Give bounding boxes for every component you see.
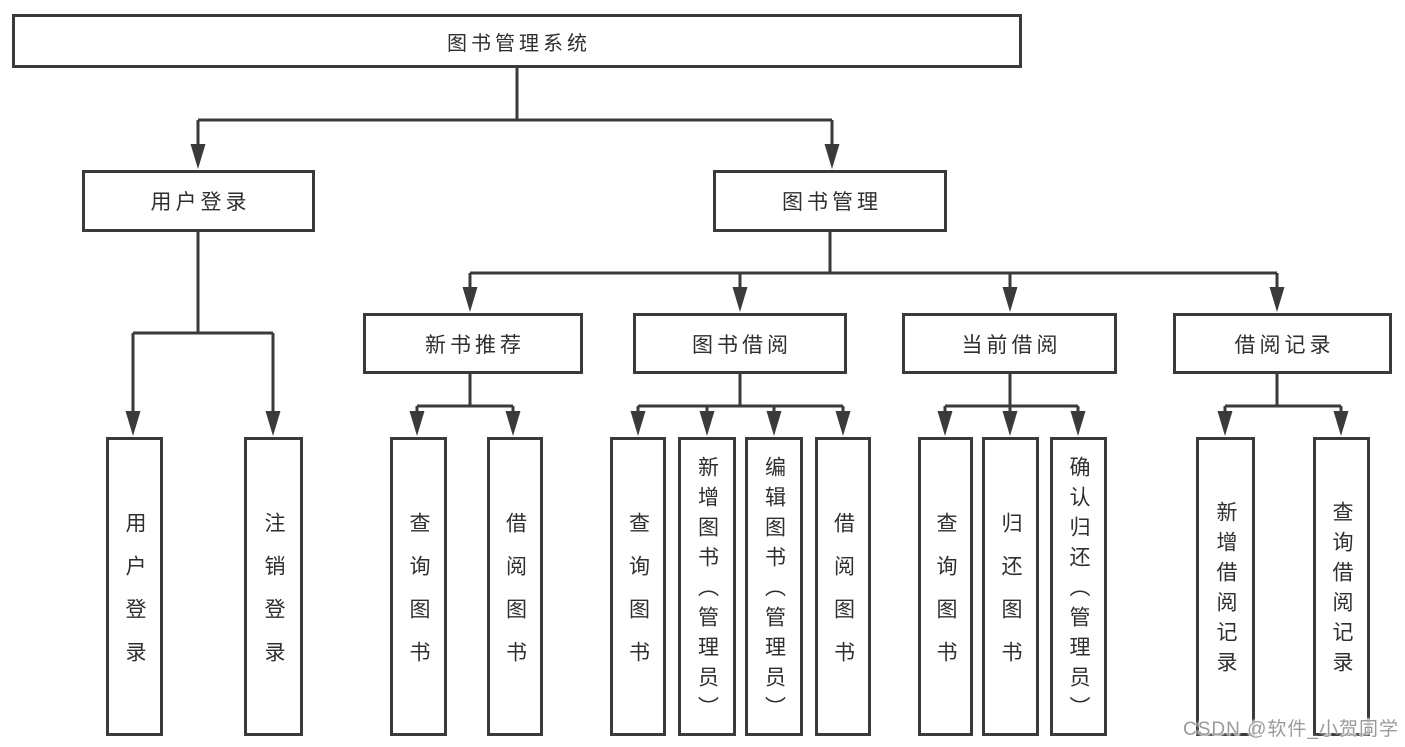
- arrow-icon: [1070, 411, 1086, 436]
- node-label: 注销登录: [262, 511, 285, 684]
- arrow-icon: [1217, 411, 1233, 436]
- arrow-icon: [630, 411, 646, 436]
- node-label: 图书管理: [782, 191, 882, 214]
- arrow-icon: [1002, 287, 1018, 312]
- arrow-icon: [699, 411, 715, 436]
- leaf-borrow-book-recommend: 借阅图书: [487, 437, 543, 736]
- connector-borrow-records-to-leaves: [1223, 374, 1343, 413]
- arrow-icon: [1269, 287, 1285, 312]
- arrow-icon: [505, 411, 521, 436]
- node-current-borrow: 当前借阅: [902, 313, 1117, 374]
- leaf-query-book-recommend: 查询图书: [390, 437, 447, 736]
- node-label: 新增图书（管理员）: [695, 455, 719, 726]
- node-label: 当前借阅: [961, 333, 1062, 357]
- node-label: 用户登录: [123, 511, 146, 684]
- leaf-confirm-return-admin: 确认归还（管理员）: [1050, 437, 1107, 736]
- leaf-query-book-borrow: 查询图书: [610, 437, 666, 736]
- watermark: CSDN @软件_小贺同学: [1183, 719, 1399, 740]
- leaf-add-book-admin: 新增图书（管理员）: [678, 437, 736, 736]
- node-label: 借阅图书: [831, 511, 855, 684]
- leaf-borrow-book: 借阅图书: [815, 437, 871, 736]
- node-label: 借阅记录: [1234, 333, 1335, 357]
- node-user-login: 用户登录: [82, 170, 315, 232]
- leaf-return-book: 归还图书: [982, 437, 1039, 736]
- connector-current-borrow-to-leaves: [943, 374, 1080, 413]
- arrow-icon: [462, 287, 478, 312]
- node-book-borrow: 图书借阅: [633, 313, 847, 374]
- node-label: 借阅图书: [503, 511, 527, 684]
- arrow-icon: [1333, 411, 1349, 436]
- node-borrow-records: 借阅记录: [1173, 313, 1392, 374]
- node-label: 编辑图书（管理员）: [762, 455, 786, 726]
- node-label: 查询图书: [934, 511, 957, 684]
- arrow-icon: [190, 144, 206, 169]
- arrow-icon: [265, 411, 281, 436]
- arrow-icon: [409, 411, 425, 436]
- node-label: 新书推荐: [425, 333, 525, 357]
- node-library-management-system: 图书管理系统: [12, 14, 1022, 68]
- connector-user-login-to-leaves: [131, 232, 275, 413]
- leaf-query-book-current: 查询图书: [918, 437, 973, 736]
- node-label: 用户登录: [150, 191, 251, 214]
- node-label: 查询图书: [626, 511, 650, 684]
- arrow-icon: [732, 287, 748, 312]
- node-label: 归还图书: [999, 511, 1022, 684]
- connector-root-to-level2: [196, 68, 834, 146]
- leaf-edit-book-admin: 编辑图书（管理员）: [745, 437, 803, 736]
- node-label: 新增借阅记录: [1214, 500, 1237, 681]
- arrow-icon: [824, 144, 840, 169]
- arrow-icon: [1002, 411, 1018, 436]
- node-label: 确认归还（管理员）: [1067, 455, 1090, 726]
- connector-book-management-to-level3: [468, 232, 1279, 289]
- connector-new-book-to-leaves: [415, 374, 515, 413]
- node-label: 查询借阅记录: [1330, 500, 1353, 681]
- leaf-logout-login: 注销登录: [244, 437, 303, 736]
- node-new-book-recommend: 新书推荐: [363, 313, 583, 374]
- arrow-icon: [125, 411, 141, 436]
- node-label: 图书管理系统: [447, 32, 591, 55]
- leaf-add-borrow-record: 新增借阅记录: [1196, 437, 1255, 736]
- node-book-management: 图书管理: [713, 170, 947, 232]
- arrow-icon: [766, 411, 782, 436]
- leaf-user-login: 用户登录: [106, 437, 163, 736]
- node-label: 图书借阅: [692, 333, 792, 357]
- arrow-icon: [937, 411, 953, 436]
- node-label: 查询图书: [407, 511, 430, 684]
- arrow-icon: [835, 411, 851, 436]
- leaf-query-borrow-record: 查询借阅记录: [1313, 437, 1370, 736]
- connector-book-borrow-to-leaves: [636, 374, 845, 413]
